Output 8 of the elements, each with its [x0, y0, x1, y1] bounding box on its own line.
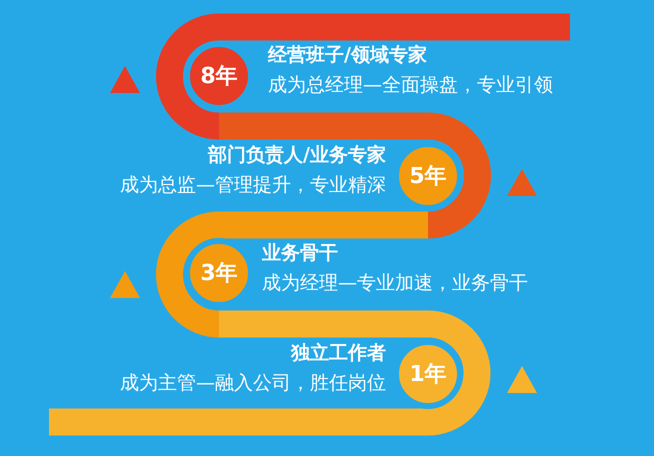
stage-description: 成为经理—专业加速，业务骨干 — [262, 271, 528, 296]
stage-heading: 业务骨干 — [262, 241, 338, 266]
stage-description: 成为总监—管理提升，专业精深 — [120, 173, 386, 198]
stage-heading: 经营班子/领域专家 — [268, 43, 427, 68]
stage-description: 成为总经理—全面操盘，专业引领 — [268, 73, 553, 98]
stage-heading: 独立工作者 — [291, 341, 386, 366]
stage-heading: 部门负责人/业务专家 — [208, 143, 386, 168]
stage-description: 成为主管—融入公司，胜任岗位 — [120, 371, 386, 396]
